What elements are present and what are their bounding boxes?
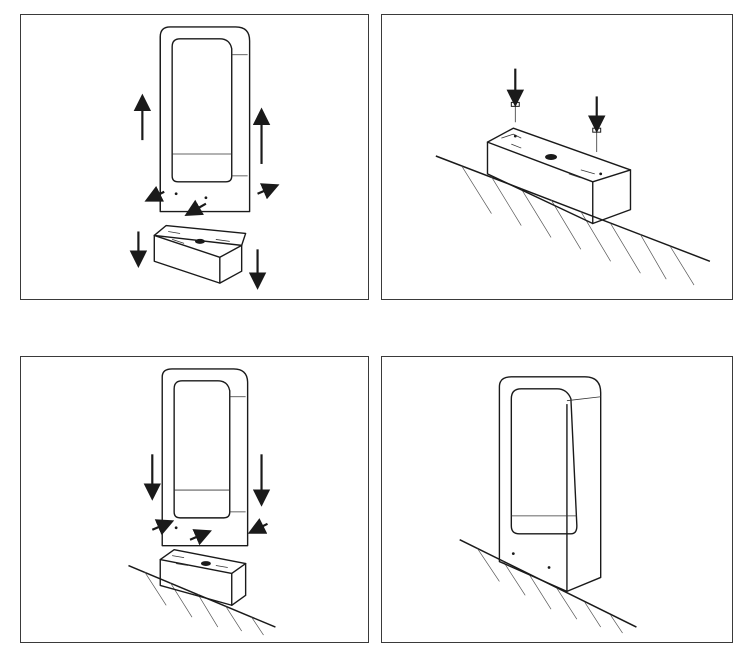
screws (144, 183, 280, 216)
step-4-panel (381, 356, 733, 643)
ground-hatch (461, 165, 695, 286)
screws (151, 518, 268, 546)
ground-line (435, 155, 711, 262)
bollard-body (498, 376, 602, 593)
bollard-base (486, 127, 632, 225)
step-3-panel (20, 356, 369, 643)
bollard-body (161, 368, 249, 547)
step-1-panel (20, 14, 369, 300)
step-2-panel (381, 14, 733, 300)
screws (510, 101, 602, 153)
bollard-body (159, 26, 251, 213)
step-screw-base-to-ground-icon (435, 68, 711, 286)
bollard-base (159, 548, 247, 606)
bollard-base (153, 224, 247, 284)
step-installed-bollard-icon (459, 376, 637, 634)
ground-hatch (144, 571, 264, 636)
ground-hatch (477, 548, 623, 634)
step-lower-light-onto-base-icon (128, 368, 276, 636)
step-separate-base-icon (129, 26, 280, 290)
